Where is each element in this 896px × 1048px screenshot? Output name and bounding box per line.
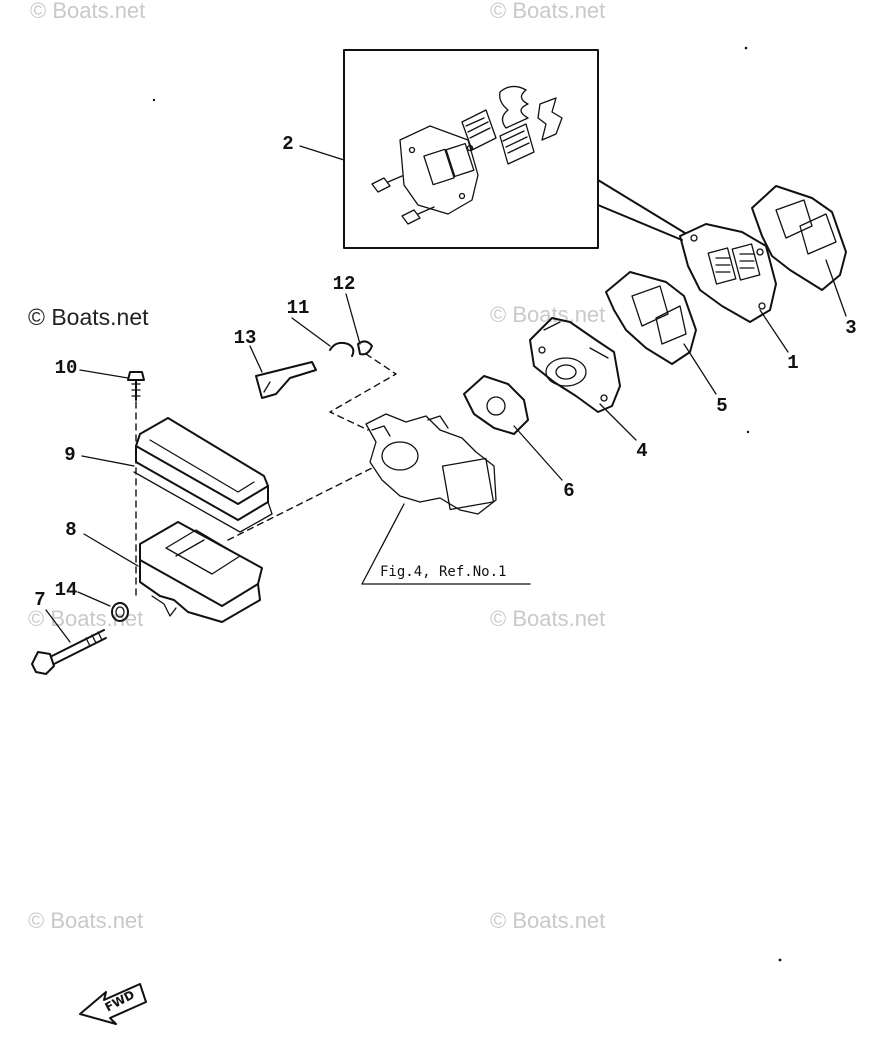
watermark: © Boats.net bbox=[490, 0, 606, 23]
part-3-gasket bbox=[751, 185, 847, 291]
watermark: © Boats.net bbox=[490, 606, 606, 631]
watermark: © Boats.net bbox=[28, 908, 144, 933]
callout-4: 4 bbox=[636, 440, 648, 462]
inset-box bbox=[343, 49, 686, 249]
part-7-bolt bbox=[31, 629, 107, 675]
part-4-intake-manifold bbox=[529, 317, 621, 413]
part-11-clip bbox=[329, 341, 355, 357]
part-12-link-joint bbox=[357, 340, 373, 356]
part-6-gasket bbox=[463, 375, 529, 435]
part-8-silencer-body bbox=[139, 521, 263, 623]
watermark: © Boats.net bbox=[30, 0, 146, 23]
part-5-gasket bbox=[605, 271, 697, 365]
part-9-silencer-cover bbox=[133, 417, 273, 533]
reference-label: Fig.4, Ref.No.1 bbox=[380, 564, 507, 580]
callout-14: 14 bbox=[54, 579, 78, 601]
callout-3: 3 bbox=[845, 317, 857, 339]
watermark: © Boats.net bbox=[490, 908, 606, 933]
part-1-reed-valve bbox=[679, 223, 777, 323]
callout-7: 7 bbox=[34, 589, 46, 611]
carburetor bbox=[365, 413, 497, 515]
callout-9: 9 bbox=[64, 444, 76, 466]
callout-12: 12 bbox=[332, 273, 356, 295]
callout-1: 1 bbox=[787, 352, 799, 374]
part-10-screw bbox=[127, 371, 145, 401]
callout-2: 2 bbox=[282, 133, 294, 155]
part-14-grommet bbox=[111, 602, 129, 622]
callout-8: 8 bbox=[65, 519, 77, 541]
callout-10: 10 bbox=[54, 357, 78, 379]
callout-11: 11 bbox=[286, 297, 310, 319]
watermark: © Boats.net bbox=[28, 304, 149, 330]
fwd-arrow-icon bbox=[79, 983, 147, 1025]
callout-6: 6 bbox=[563, 480, 575, 502]
callout-13: 13 bbox=[233, 327, 257, 349]
part-13-link-lever bbox=[255, 361, 317, 399]
callout-5: 5 bbox=[716, 395, 728, 417]
